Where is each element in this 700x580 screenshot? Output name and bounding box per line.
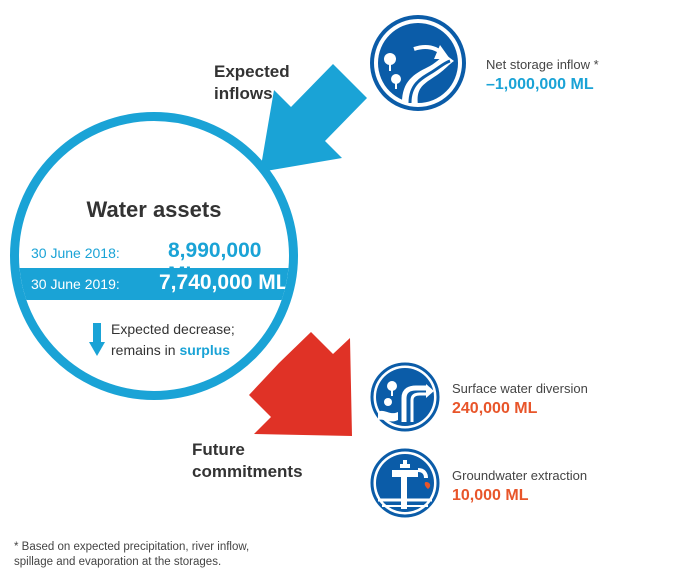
inflow-caption: Net storage inflow * <box>486 57 599 72</box>
commitments-heading: Future commitments <box>192 440 303 481</box>
water-assets-circle: Water assets 30 June 2018: 8,990,000 ML … <box>10 112 298 400</box>
groundwater-tap-icon <box>370 448 440 518</box>
assets-row-value: 7,740,000 ML <box>159 271 289 294</box>
inflows-heading: Expected inflows <box>214 62 290 103</box>
assets-row-2019: 30 June 2019: 7,740,000 ML <box>19 268 289 300</box>
arrow-down-icon <box>89 323 105 356</box>
water-assets-title: Water assets <box>86 197 222 222</box>
groundwater-value: 10,000 ML <box>452 487 529 504</box>
commitments-arrow <box>249 332 352 436</box>
inflow-value: –1,000,000 ML <box>486 76 594 93</box>
surface-water-caption: Surface water diversion <box>452 381 588 396</box>
groundwater-caption: Groundwater extraction <box>452 468 588 483</box>
surplus-label: surplus <box>179 342 231 358</box>
assets-row-label: 30 June 2019: <box>31 276 120 292</box>
groundwater-info: Groundwater extraction 10,000 ML <box>452 468 587 505</box>
inflow-info: Net storage inflow * –1,000,000 ML <box>486 57 599 94</box>
surface-water-info: Surface water diversion 240,000 ML <box>452 381 588 418</box>
assets-row-label: 30 June 2018: <box>31 245 120 261</box>
surface-water-pipe-icon <box>370 362 440 432</box>
inflow-arrow <box>260 64 367 172</box>
river-flow-icon <box>370 15 466 111</box>
footnote: * Based on expected precipitation, river… <box>14 541 250 568</box>
surface-water-value: 240,000 ML <box>452 400 538 417</box>
decrease-note: Expected decrease; remains in surplus <box>111 321 235 358</box>
